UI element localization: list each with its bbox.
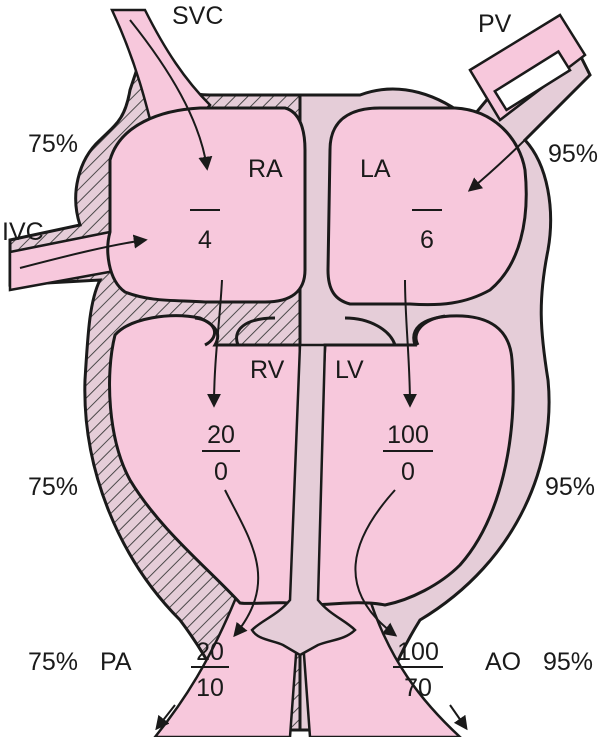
- saturation-lv: 95%: [545, 473, 595, 501]
- svc-flow-arrow: [129, 19, 213, 171]
- saturation-ao: 95%: [543, 648, 593, 676]
- rv-to-pa-arrow: [224, 489, 260, 638]
- pv-flow-arrow: [467, 119, 546, 192]
- ao-systolic: 100: [397, 638, 439, 666]
- ivc-label: IVC: [2, 218, 44, 246]
- pa-systolic: 20: [196, 638, 224, 666]
- rv-systolic: 20: [207, 421, 235, 449]
- mitral-leaflet-right: [414, 314, 446, 346]
- saturation-ra: 75%: [28, 130, 78, 158]
- rv-label: RV: [250, 356, 285, 384]
- mitral-leaflet-left: [344, 316, 397, 346]
- pa-out-arrow: [155, 704, 176, 731]
- la-to-lv-arrow: [402, 279, 417, 408]
- right-atrium: [106, 106, 307, 304]
- rv-diastolic: 0: [214, 458, 228, 486]
- la-diastolic: 6: [420, 226, 434, 254]
- left-ventricle: [308, 314, 515, 607]
- tricuspid-leaflet-right: [235, 316, 276, 346]
- ivc-flow-arrow: [19, 234, 148, 269]
- left-atrium: [326, 106, 528, 307]
- pa-label: PA: [100, 648, 132, 676]
- ao-label: AO: [485, 648, 521, 676]
- ra-diastolic: 4: [198, 226, 212, 254]
- lv-label: LV: [335, 356, 364, 384]
- lv-systolic: 100: [387, 421, 429, 449]
- tricuspid-leaflet-left: [194, 316, 217, 347]
- ao-out-arrow: [449, 704, 468, 731]
- saturation-rv: 75%: [28, 473, 78, 501]
- ra-to-rv-arrow: [207, 279, 223, 408]
- pulmonary-vein-inner: [493, 49, 572, 112]
- saturation-la: 95%: [548, 140, 598, 168]
- la-label: LA: [360, 155, 391, 183]
- ao-diastolic: 70: [404, 674, 432, 702]
- pv-label: PV: [478, 10, 512, 38]
- lv-diastolic: 0: [401, 458, 415, 486]
- lv-to-ao-arrow: [354, 489, 398, 637]
- interventricular-septum: [250, 343, 357, 657]
- saturation-pa: 75%: [28, 648, 78, 676]
- svc-label: SVC: [172, 2, 223, 30]
- pa-diastolic: 10: [196, 674, 224, 702]
- ra-label: RA: [248, 155, 283, 183]
